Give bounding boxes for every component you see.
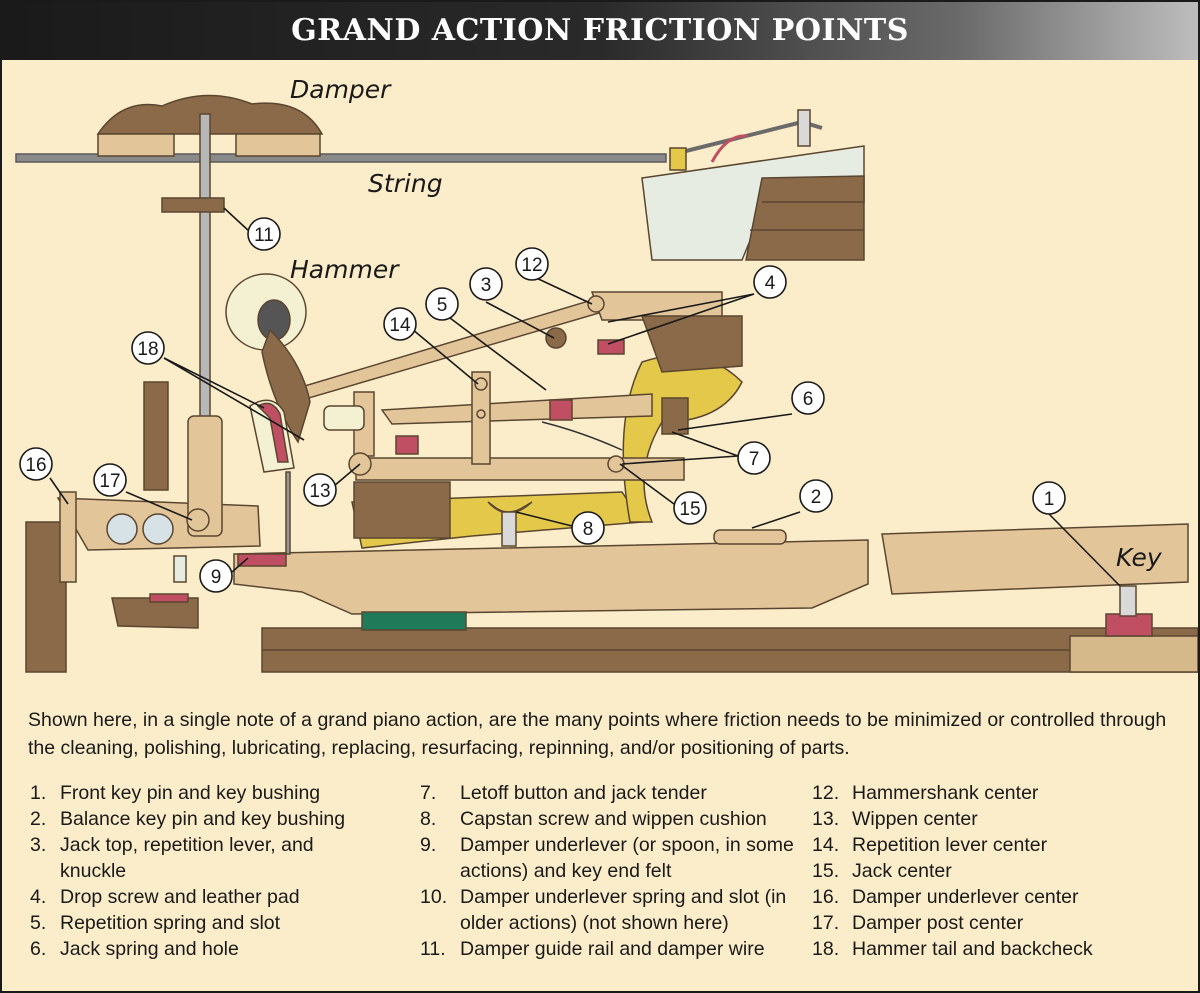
callout-9: 9 — [211, 567, 222, 588]
backcheck-block — [353, 481, 451, 539]
string-line — [15, 153, 667, 163]
legend-item: 12.Hammershank center — [812, 782, 1039, 804]
legend-item: 3.Jack top, repetition lever, and knuckl… — [30, 834, 314, 882]
legend-item: 16.Damper underlever center — [812, 886, 1079, 908]
legend-item: 18.Hammer tail and backcheck — [812, 938, 1093, 960]
callout-7: 7 — [749, 449, 760, 470]
damper-stop-block — [143, 381, 169, 491]
callout-8: 8 — [583, 519, 594, 540]
piano-action-diagram: Damper String Hammer Key 1 2 3 — [15, 75, 1198, 673]
callout-15: 15 — [679, 499, 700, 520]
key-body — [233, 539, 869, 615]
callout-12: 12 — [521, 255, 542, 276]
legend-item: 10.Damper underlever spring and slot (in… — [420, 886, 787, 934]
callout-17: 17 — [99, 471, 120, 492]
legend-item: 17.Damper post center — [812, 912, 1024, 934]
front-pin-felt — [1105, 613, 1153, 637]
underlever-spring — [173, 555, 187, 583]
callout-4: 4 — [765, 273, 776, 294]
balance-rail-block — [713, 529, 787, 545]
callout-2: 2 — [811, 487, 822, 508]
balance-felt — [361, 611, 467, 631]
repetition-spring-felt — [549, 399, 573, 421]
repetition-flange — [640, 315, 743, 373]
legend-item: 8.Capstan screw and wippen cushion — [420, 808, 767, 830]
knuckle — [545, 327, 567, 349]
damper-guide-rail — [161, 197, 225, 213]
legend-item: 1.Front key pin and key bushing — [30, 782, 321, 804]
title-bar — [2, 2, 1198, 60]
string-label: String — [368, 169, 443, 198]
callout-11: 11 — [254, 225, 274, 246]
hammer-tail-block — [323, 405, 365, 431]
damper-underlever-flange — [59, 491, 77, 583]
legend-item: 13.Wippen center — [812, 808, 978, 830]
backcheck-wire — [285, 471, 291, 555]
legend-item: 14.Repetition lever center — [812, 834, 1048, 856]
page-title: GRAND ACTION FRICTION POINTS — [291, 13, 909, 48]
damper-felt-left — [97, 133, 175, 157]
legend-item: 6.Jack spring and hole — [30, 938, 239, 960]
letoff-button-block — [661, 397, 689, 435]
callout-6: 6 — [803, 389, 814, 410]
damper-felt-right — [235, 133, 321, 157]
hammershank-center — [587, 295, 605, 313]
tuning-pin — [797, 109, 811, 147]
damper-label: Damper — [290, 75, 392, 104]
front-rail-block — [1069, 635, 1198, 673]
callout-5: 5 — [437, 295, 448, 316]
callout-16: 16 — [25, 455, 46, 476]
legend-item: 15.Jack center — [812, 860, 952, 882]
legend-column-2: 7.Letoff button and jack tender 8.Capsta… — [420, 780, 800, 962]
capstan-screw — [501, 511, 517, 547]
jack-tender-felt — [395, 435, 419, 455]
legend-item: 7.Letoff button and jack tender — [420, 782, 707, 804]
legend-item: 5.Repetition spring and slot — [30, 912, 281, 934]
damper-post-block — [187, 415, 223, 537]
legend-column-1: 1.Front key pin and key bushing 2.Balanc… — [30, 780, 380, 962]
hammer-label: Hammer — [290, 255, 400, 284]
callout-18: 18 — [137, 339, 158, 360]
callout-3: 3 — [481, 275, 492, 296]
front-pin — [1119, 585, 1137, 617]
key-label: Key — [1116, 543, 1163, 572]
jack-spring — [541, 421, 623, 451]
legend-item: 2.Balance key pin and key bushing — [30, 808, 346, 830]
legend-item: 9.Damper underlever (or spoon, in some a… — [420, 834, 794, 882]
wippen-body — [355, 457, 685, 481]
description: Shown here, in a single note of a grand … — [28, 709, 1167, 759]
legend-item: 11.Damper guide rail and damper wire — [420, 938, 765, 960]
key-end-felt — [237, 553, 287, 567]
agraffe — [669, 147, 687, 171]
callout-14: 14 — [389, 315, 411, 336]
callout-13: 13 — [309, 481, 330, 502]
legend-item: 4.Drop screw and leather pad — [30, 886, 300, 908]
callout-1: 1 — [1044, 489, 1055, 510]
pin-block — [745, 175, 865, 261]
legend-column-3: 12.Hammershank center 13.Wippen center 1… — [812, 780, 1192, 962]
repetition-lever — [380, 393, 653, 425]
hammer-molding — [261, 328, 311, 444]
